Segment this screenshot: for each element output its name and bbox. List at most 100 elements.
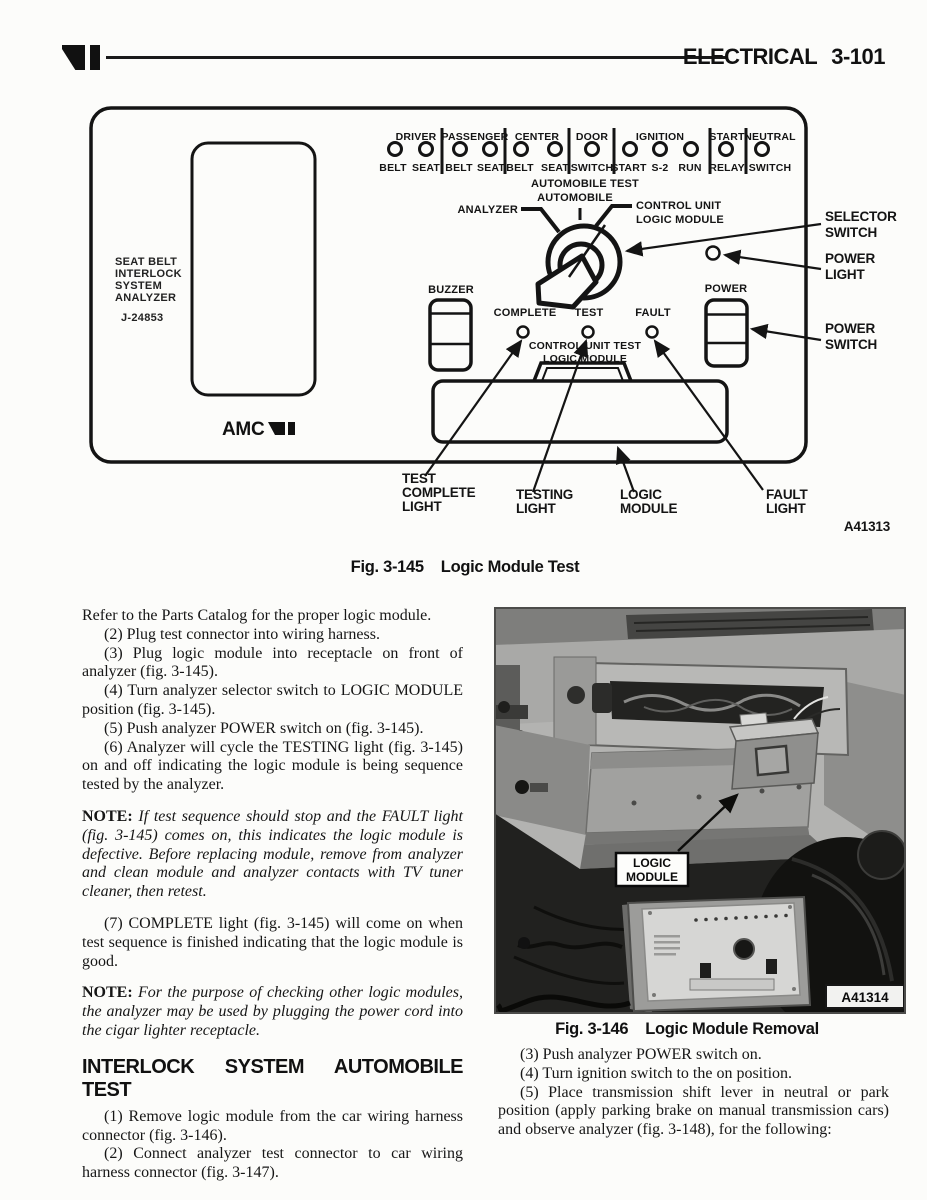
analyzer-knob (733, 938, 755, 960)
fault-label: FAULT (635, 307, 671, 319)
photo-code-a41314: A41314 (841, 990, 889, 1005)
group-center: CENTER (515, 131, 560, 143)
svg-text:COMPLETE: COMPLETE (402, 485, 476, 500)
svg-text:SWITCH: SWITCH (825, 225, 877, 240)
step-7: (7) COMPLETE light (fig. 3-145) will com… (82, 914, 463, 970)
svg-text:SWITCH: SWITCH (825, 337, 877, 352)
paragraph: Refer to the Parts Catalog for the prope… (82, 607, 432, 624)
step-1: (1) Remove logic module from the car wir… (82, 1107, 463, 1144)
underdash (494, 725, 590, 835)
group-door: DOOR (576, 131, 609, 143)
complete-label: COMPLETE (494, 307, 557, 319)
svg-text:MODULE: MODULE (620, 501, 677, 516)
buzzer-switch (428, 298, 473, 372)
callout-selector-switch: SELECTOR (825, 209, 897, 224)
complete-light (516, 325, 530, 339)
analyzer-name: SEAT BELT (115, 256, 177, 268)
svg-text:MODULE: MODULE (626, 870, 678, 884)
selector-pos-logic-module: CONTROL UNIT (636, 200, 721, 212)
svg-text:START: START (611, 162, 647, 174)
svg-text:SWITCH: SWITCH (749, 162, 792, 174)
cigar-lighter (515, 780, 529, 794)
defroster-grille (626, 609, 874, 639)
receptacle-connector (532, 361, 633, 382)
step-4: (4) Turn analyzer selector switch to LOG… (82, 682, 463, 718)
step-6: (6) Analyzer will cycle the TESTING ligh… (82, 738, 463, 794)
power-cord (495, 994, 631, 1013)
amc-brand: AMC (222, 419, 265, 440)
svg-text:LIGHT: LIGHT (516, 501, 556, 516)
photo-code-a41313: A41313 (844, 519, 891, 534)
test-light (581, 325, 595, 339)
callout-testing-light: TESTING (516, 487, 573, 502)
selector-pos-analyzer: ANALYZER (458, 204, 518, 216)
svg-text:SEAT: SEAT (477, 162, 505, 174)
buzzer-label: BUZZER (428, 284, 474, 296)
callout-logic-module: LOGIC (620, 487, 662, 502)
power-label: POWER (705, 283, 748, 295)
svg-text:LIGHT: LIGHT (402, 499, 442, 514)
svg-text:S-2: S-2 (652, 162, 669, 174)
latch-knob (567, 686, 585, 704)
group-ignition: IGNITION (636, 131, 684, 143)
svg-text:LIGHT: LIGHT (825, 267, 865, 282)
analyzer-unit-photo (622, 895, 812, 1013)
analyzer-panel (89, 106, 808, 464)
fig-3-146-photo: LOGIC MODULE A41314 (494, 607, 906, 1014)
step-2: (2) Plug test connector into wiring harn… (104, 625, 380, 643)
right-column: (3) Push analyzer POWER switch on. (4) T… (498, 1046, 889, 1140)
note-fault: NOTE: If test sequence should stop and t… (82, 807, 463, 901)
svg-text:RELAY: RELAY (709, 162, 745, 174)
step-4b: (4) Turn ignition switch to the on posit… (520, 1064, 793, 1082)
left-column: Refer to the Parts Catalog for the prope… (82, 607, 464, 1183)
group-neutral: NEUTRAL (744, 131, 796, 143)
mode-title: AUTOMOBILE TEST (531, 178, 639, 190)
step-3: (3) Plug logic module into receptacle on… (82, 644, 463, 681)
header-rule (106, 56, 728, 59)
logic-module-photo (728, 696, 841, 790)
step-5: (5) Push analyzer POWER switch on (fig. … (104, 719, 424, 737)
svg-text:INTERLOCK: INTERLOCK (115, 268, 182, 280)
power-switch (704, 298, 749, 368)
callout-fault-light: FAULT (766, 487, 808, 502)
svg-text:ANALYZER: ANALYZER (115, 292, 176, 304)
step-2b: (2) Connect analyzer test connector to c… (82, 1145, 463, 1182)
logic-module-callout-box (614, 851, 690, 888)
tool-number: J-24853 (121, 312, 163, 324)
selector-knob-handle (535, 253, 599, 310)
group-start: START (709, 131, 745, 143)
selector-pos-automobile: AUTOMOBILE (537, 192, 613, 204)
svg-text:SEAT: SEAT (412, 162, 440, 174)
note-other-modules: NOTE: For the purpose of checking other … (82, 984, 463, 1039)
power-light (705, 245, 721, 261)
callout-arrows (424, 222, 822, 493)
svg-text:SWITCH: SWITCH (571, 162, 614, 174)
group-passenger: PASSENGER (442, 131, 509, 143)
indicator-lights (387, 141, 770, 157)
svg-text:LOGIC MODULE: LOGIC MODULE (636, 214, 724, 226)
step-5b: (5) Place transmission shift lever in ne… (498, 1083, 889, 1139)
indicator-separators (440, 128, 748, 174)
svg-text:BELT: BELT (379, 162, 407, 174)
receptacle-label: CONTROL UNIT TEST (529, 340, 642, 352)
fault-light (645, 325, 659, 339)
svg-text:BELT: BELT (445, 162, 473, 174)
step-3b: (3) Push analyzer POWER switch on. (520, 1046, 762, 1063)
fig-3-145-diagram: DRIVER BELT SEAT PASSENGER BELT SEAT CEN… (89, 106, 897, 534)
callout-test-complete-light: TEST (402, 471, 437, 486)
amc-mark-icon (268, 422, 285, 435)
svg-text:SEAT: SEAT (541, 162, 569, 174)
amc-logo-icon (62, 45, 100, 70)
section-title: ELECTRICAL (682, 44, 818, 69)
section-heading: INTERLOCK SYSTEM AUTOMOBILE TEST (82, 1055, 464, 1101)
group-driver: DRIVER (396, 131, 437, 143)
test-label: TEST (575, 307, 604, 319)
svg-text:LIGHT: LIGHT (766, 501, 806, 516)
callout-power-switch: POWER (825, 321, 875, 336)
page-number: 3-101 (831, 44, 885, 69)
glovebox-opening (610, 681, 824, 727)
svg-text:BELT: BELT (506, 162, 534, 174)
callout-power-light: POWER (825, 251, 875, 266)
